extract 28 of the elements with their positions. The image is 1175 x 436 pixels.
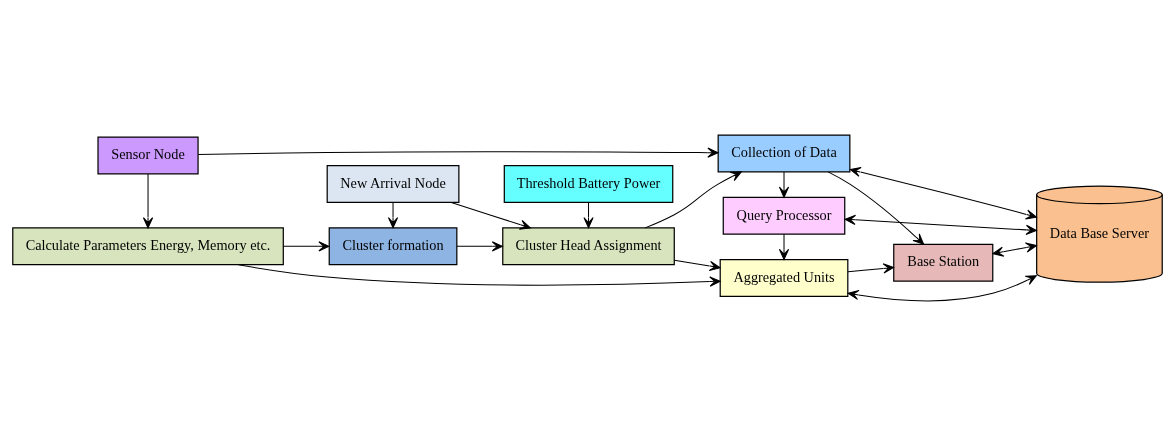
arrow [644,171,742,229]
arrow [456,241,503,252]
node-box: Base Station [893,243,994,282]
arrow [450,202,531,230]
arrow [237,264,721,287]
node-box: Query Processor [722,196,846,235]
arrow [583,202,594,229]
node-box: Aggregated Units [719,259,849,297]
node-box: Sensor Node [97,136,199,175]
arrow [827,171,925,245]
arrow [847,263,895,274]
arrow [197,147,719,158]
arrow [844,214,1037,235]
arrow [282,241,330,252]
node-box: Threshold Battery Power [503,165,674,204]
arrow [387,202,399,229]
node-box: Cluster Head Assignment [502,227,675,266]
arrow [673,259,721,272]
arrow [778,171,790,198]
arrow [849,166,1037,220]
arrow [992,242,1037,257]
node-box: Cluster formation [328,227,458,266]
node-box: New Arrival Node [326,165,460,204]
arrow [847,275,1037,302]
arrow [142,173,154,229]
node-box: Collection of Data [717,134,851,173]
node-box: Calculate Parameters Energy, Memory etc. [12,227,284,266]
arrow [778,233,790,260]
